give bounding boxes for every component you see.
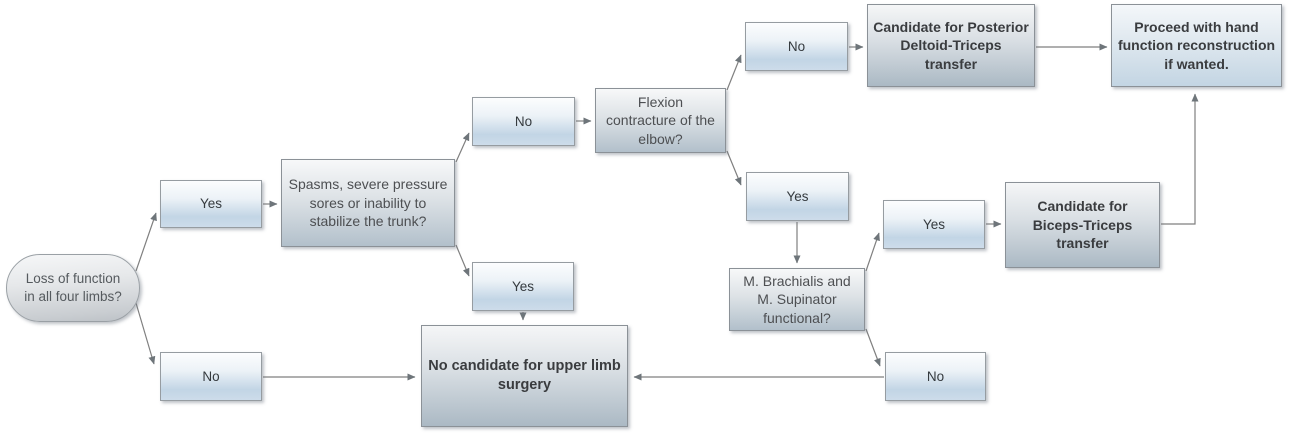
node-brachialis-question: M. Brachialis and M. Supinator functiona… [729, 268, 865, 331]
node-flexion-label: Flexion contracture of the elbow? [606, 93, 715, 147]
node-biceps-label: Candidate for Biceps-Triceps transfer [1032, 198, 1133, 252]
node-spasms-question: Spasms, severe pressure sores or inabili… [281, 159, 455, 247]
node-start: Loss of function in all four limbs? [6, 254, 140, 322]
node-yes-2: Yes [472, 262, 574, 311]
node-no-2-label: No [514, 113, 533, 129]
edge-start-no1 [135, 302, 156, 365]
node-yes-3: Yes [746, 172, 849, 221]
node-yes-4-label: Yes [922, 216, 946, 232]
edge-spasms-no2 [455, 132, 470, 163]
node-yes-3-label: Yes [786, 188, 809, 204]
node-no-1: No [160, 352, 262, 401]
node-biceps-triceps-outcome: Candidate for Biceps-Triceps transfer [1005, 182, 1160, 268]
node-posterior-label: Candidate for Posterior Deltoid-Triceps … [873, 18, 1029, 72]
node-no-2: No [472, 97, 575, 146]
node-no-1-label: No [202, 368, 220, 384]
node-proceed-outcome: Proceed with hand function reconstructio… [1111, 4, 1282, 87]
node-spasms-label: Spasms, severe pressure sores or inabili… [288, 176, 448, 230]
node-start-label: Loss of function in all four limbs? [24, 271, 122, 304]
node-no-candidate-outcome: No candidate for upper limb surgery [421, 325, 628, 427]
node-no-3: No [745, 22, 848, 71]
node-no-4-label: No [926, 368, 945, 384]
node-yes-2-label: Yes [511, 278, 535, 294]
node-yes-1-label: Yes [199, 196, 223, 212]
node-posterior-deltoid-outcome: Candidate for Posterior Deltoid-Triceps … [867, 4, 1035, 87]
node-yes-1: Yes [160, 180, 262, 228]
edge-start-yes1 [135, 212, 157, 272]
edge-brachialis-no4 [865, 328, 881, 367]
node-yes-4: Yes [883, 200, 985, 249]
node-no-3-label: No [787, 38, 806, 54]
node-no-4: No [885, 352, 986, 401]
edge-biceps-proceed [1161, 93, 1199, 225]
edge-flexion-yes3 [726, 150, 742, 186]
node-brachialis-label: M. Brachialis and M. Supinator functiona… [743, 272, 851, 326]
node-no-candidate-label: No candidate for upper limb surgery [428, 357, 621, 393]
edge-flexion-no3 [726, 54, 742, 91]
edge-spasms-yes2 [455, 244, 470, 277]
node-proceed-label: Proceed with hand function reconstructio… [1117, 18, 1276, 72]
edge-brachialis-yes4 [865, 232, 880, 272]
node-flexion-question: Flexion contracture of the elbow? [595, 88, 726, 153]
